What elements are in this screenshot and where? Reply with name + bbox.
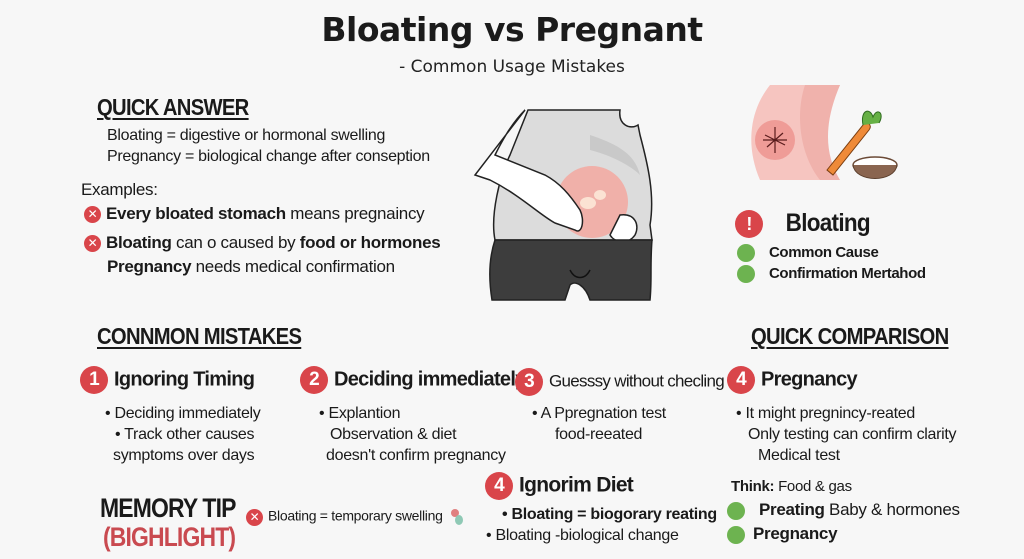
quick-comparison-heading: QUICK COMPARISON <box>751 323 949 349</box>
comparison-item-bold: Pregnancy <box>753 524 838 543</box>
example-1-bold: Every bloated stomach <box>106 204 286 223</box>
bloating-title-text: Bloating <box>785 209 871 237</box>
memory-tip-text: ✕ Bloating = temporary swelling <box>246 507 465 527</box>
memory-tip-text-value: Bloating = temporary swelling <box>268 507 443 524</box>
bloating-panel-title: ! Bloating <box>735 209 875 239</box>
comparison-item-bold: Preating <box>759 500 825 519</box>
example-item-1: ✕ Every bloated stomach means pregnaincy <box>84 204 425 224</box>
number-4-badge-icon: 4 <box>485 472 513 500</box>
quick-answer-line-pregnancy: Pregnancy = biological change after cons… <box>107 148 430 165</box>
bloating-item-label: Common Cause <box>769 244 879 261</box>
example-2-bold: Bloating <box>106 233 172 252</box>
example-2-bold2: food or hormones <box>299 233 441 252</box>
mistake-1-bullet-3: symptoms over days <box>113 447 255 464</box>
mistake-3-bullet-2: food-reeated <box>555 426 643 443</box>
number-2-badge-icon: 2 <box>300 366 328 394</box>
page-title: Bloating vs Pregnant <box>321 10 703 49</box>
comparison-bullet-3: Medical test <box>758 447 840 464</box>
comparison-item-pregnancy: Pregnancy <box>727 524 838 544</box>
comparison-item-preating: Preating Baby & hormones <box>727 500 960 520</box>
mistake-2-bullet-2: Observation & diet <box>330 426 457 443</box>
alert-icon: ! <box>735 210 763 239</box>
mistake-1-bullet-1: • Deciding immediately <box>105 405 261 422</box>
green-dot-icon <box>727 525 745 544</box>
mistake-1-title-text: Ignoring Timing <box>114 368 255 391</box>
memory-tip-label: MEMORY TIP <box>100 493 236 523</box>
x-circle-icon: ✕ <box>246 508 263 526</box>
comparison-item-rest: Baby & hormones <box>824 500 960 519</box>
pregnant-torso-illustration <box>473 109 653 301</box>
pill-icon <box>451 509 464 525</box>
mistake-4-bullet-1: • Bloating = biogorary reating <box>502 506 717 523</box>
mistake-3-title: 3 Guesssy without checling <box>515 368 725 396</box>
examples-label: Examples: <box>81 180 158 199</box>
comparison-title-text: Pregnancy <box>761 368 858 391</box>
example-2-rest: can o caused by <box>171 233 300 252</box>
comparison-bullet-1: • It might pregnincy-reated <box>736 405 915 422</box>
comparison-pregnancy-title: 4 Pregnancy <box>727 366 858 394</box>
quick-answer-line-bloating: Bloating = digestive or hormonal swellin… <box>107 127 386 144</box>
common-mistakes-heading: CONNMON MISTAKES <box>97 323 302 349</box>
mistake-2-title-text: Deciding immediately <box>334 368 526 391</box>
mistake-3-title-text: Guesssy without checling <box>549 371 725 391</box>
example-item-3: Pregnancy needs medical confirmation <box>107 257 395 277</box>
bloating-item-confirmation: Confirmation Mertahod <box>737 265 926 284</box>
mistake-3-bullet-1: • A Ppregnation test <box>532 405 666 422</box>
bloating-item-label: Confirmation Mertahod <box>769 265 926 282</box>
x-circle-icon: ✕ <box>84 235 101 253</box>
green-dot-icon <box>737 244 755 263</box>
example-item-2: ✕ Bloating can o caused by food or hormon… <box>84 233 441 253</box>
number-3-badge-icon: 3 <box>515 368 543 396</box>
mistake-1-bullet-2: • Track other causes <box>115 426 255 443</box>
bloating-item-common-cause: Common Cause <box>737 244 879 263</box>
memory-tip-highlight: (BIGHLIGHT) <box>103 522 236 552</box>
example-1-rest: means pregnaincy <box>285 204 425 223</box>
comparison-bullet-2: Only testing can confirm clarity <box>748 426 957 443</box>
mistake-4-bullet-2: • Bloating -biological change <box>486 527 679 544</box>
example-3-rest: needs medical confirmation <box>191 257 395 276</box>
quick-answer-heading: QUICK ANSWER <box>97 94 249 120</box>
mistake-1-title: 1 Ignoring Timing <box>80 366 255 394</box>
number-1-badge-icon: 1 <box>80 366 108 394</box>
x-circle-icon: ✕ <box>84 206 101 224</box>
number-4-badge-icon: 4 <box>727 366 755 394</box>
think-label: Think: <box>731 478 775 495</box>
mistake-4-title-text: Ignorim Diet <box>519 473 634 497</box>
bloated-belly-illustration <box>751 85 898 180</box>
page-subtitle: - Common Usage Mistakes <box>399 57 625 77</box>
mistake-2-bullet-3: doesn't confirm pregnancy <box>326 447 506 464</box>
example-3-bold: Pregnancy <box>107 257 192 276</box>
mistake-2-bullet-1: • Explantion <box>319 405 401 422</box>
green-dot-icon <box>737 265 755 284</box>
think-text: Food & gas <box>774 478 852 495</box>
green-dot-icon <box>727 501 745 520</box>
think-line: Think: Food & gas <box>731 478 852 495</box>
mistake-2-title: 2 Deciding immediately <box>300 366 526 394</box>
